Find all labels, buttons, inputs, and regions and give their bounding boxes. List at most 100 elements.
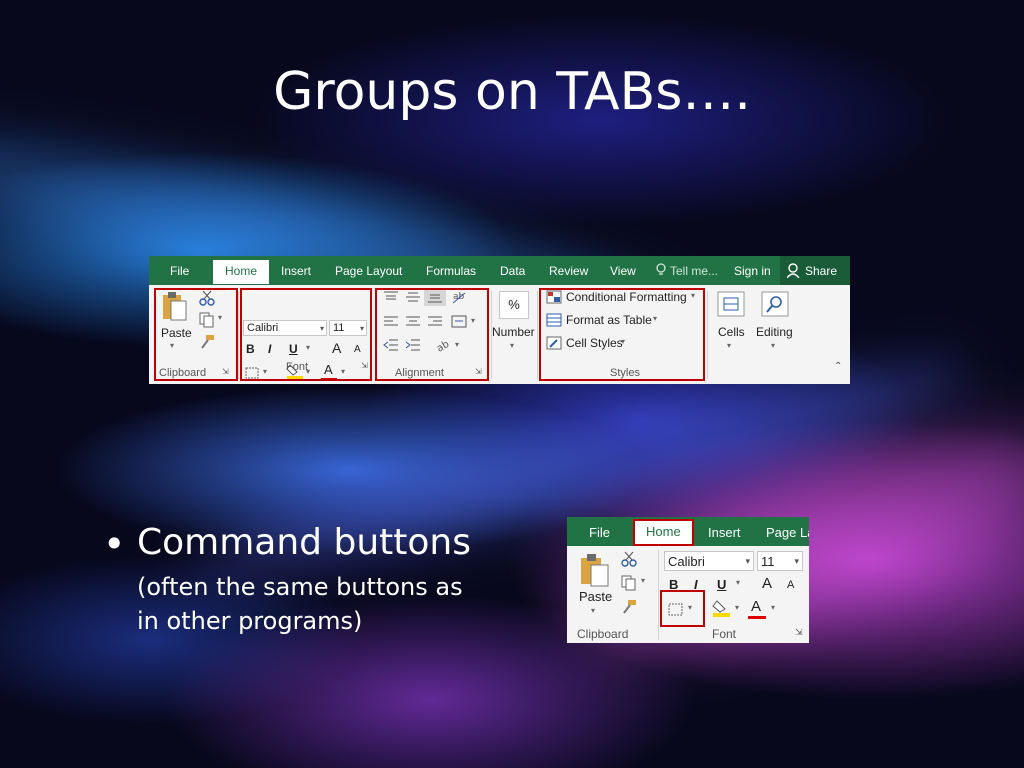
- cells-dropdown-icon[interactable]: ▾: [727, 341, 732, 350]
- cell-styles-dropdown-icon[interactable]: ▾: [621, 337, 626, 346]
- fill-color-icon[interactable]: [286, 363, 304, 379]
- styles-group-label: Styles: [610, 367, 640, 379]
- collapse-ribbon-icon[interactable]: ⌃: [834, 361, 843, 372]
- sign-in-link[interactable]: Sign in: [734, 264, 771, 278]
- search-icon[interactable]: [761, 291, 789, 317]
- italic-button[interactable]: I: [268, 342, 272, 356]
- decrease-indent-icon[interactable]: [383, 338, 399, 352]
- font-launcher-icon[interactable]: ⇲: [361, 361, 368, 370]
- orientation-icon[interactable]: ab: [451, 289, 467, 305]
- fill-color-dropdown-icon[interactable]: ▾: [735, 603, 740, 612]
- paste-button-label[interactable]: Paste: [579, 589, 613, 604]
- bullet-subtext: (often the same buttons as in other prog…: [137, 570, 463, 638]
- home-tab-highlight: [633, 519, 694, 546]
- fill-color-dropdown-icon[interactable]: ▾: [306, 367, 311, 376]
- font-color-button[interactable]: A: [324, 362, 333, 377]
- cells-group-button[interactable]: Cells: [718, 325, 745, 339]
- tab-page-layout[interactable]: Page Layout: [335, 264, 403, 278]
- clipboard-launcher-icon[interactable]: ⇲: [222, 367, 229, 376]
- underline-dropdown-icon[interactable]: ▾: [736, 578, 741, 587]
- font-color-dropdown-icon[interactable]: ▾: [771, 603, 776, 612]
- clipboard-group-label: Clipboard: [577, 627, 629, 641]
- font-group-label: Font: [712, 627, 737, 641]
- font-size-combo[interactable]: 11 ▾: [329, 320, 367, 336]
- bold-button[interactable]: B: [246, 342, 255, 356]
- paste-dropdown-icon[interactable]: ▾: [591, 606, 596, 615]
- font-size-value: 11: [761, 554, 775, 569]
- merge-center-icon[interactable]: [451, 314, 467, 330]
- top-align-icon[interactable]: [383, 290, 399, 304]
- tab-insert[interactable]: Insert: [281, 264, 312, 278]
- borders-icon[interactable]: [245, 367, 259, 379]
- font-name-combo[interactable]: Calibri ▾: [243, 320, 327, 336]
- tab-view[interactable]: View: [610, 264, 636, 278]
- font-size-combo[interactable]: 11 ▾: [757, 551, 803, 571]
- font-color-button[interactable]: A: [751, 598, 762, 615]
- middle-align-icon[interactable]: [405, 290, 421, 304]
- tell-me-box[interactable]: Tell me...: [670, 264, 719, 278]
- text-orientation-dropdown-icon[interactable]: ▾: [455, 340, 460, 349]
- group-separator: [658, 550, 659, 640]
- font-launcher-icon[interactable]: ⇲: [795, 627, 803, 637]
- conditional-dropdown-icon[interactable]: ▾: [691, 291, 696, 300]
- underline-dropdown-icon[interactable]: ▾: [306, 343, 311, 352]
- format-painter-icon[interactable]: [199, 334, 215, 350]
- number-group-button[interactable]: Number: [492, 325, 535, 339]
- copy-icon[interactable]: [199, 312, 215, 328]
- cell-styles-button[interactable]: Cell Styles: [566, 336, 623, 350]
- tab-file[interactable]: File: [589, 525, 610, 540]
- cut-icon[interactable]: [199, 290, 215, 306]
- grow-font-button[interactable]: A: [762, 575, 773, 592]
- paste-icon[interactable]: [580, 553, 610, 587]
- align-center-icon[interactable]: [405, 315, 421, 329]
- number-dropdown-icon[interactable]: ▾: [510, 341, 515, 350]
- paste-dropdown-icon[interactable]: ▾: [170, 341, 175, 350]
- tab-page-layout[interactable]: Page La: [766, 525, 809, 540]
- share-button[interactable]: Share: [780, 256, 850, 285]
- number-format-button[interactable]: %: [499, 291, 529, 319]
- tab-formulas[interactable]: Formulas: [426, 264, 477, 278]
- underline-button[interactable]: U: [717, 577, 727, 592]
- tab-home[interactable]: Home: [213, 260, 270, 284]
- borders-dropdown-icon[interactable]: ▾: [263, 367, 268, 376]
- increase-indent-icon[interactable]: [405, 338, 421, 352]
- italic-button[interactable]: I: [694, 577, 698, 592]
- editing-group-button[interactable]: Editing: [756, 325, 793, 339]
- align-right-icon[interactable]: [427, 315, 443, 329]
- editing-dropdown-icon[interactable]: ▾: [771, 341, 776, 350]
- paste-icon[interactable]: [162, 291, 188, 323]
- tab-review[interactable]: Review: [549, 264, 589, 278]
- tab-data[interactable]: Data: [500, 264, 526, 278]
- ribbon-tab-bar: File Home Insert Page Layout Formulas Da…: [149, 256, 850, 285]
- copy-icon[interactable]: [621, 575, 637, 591]
- conditional-formatting-button[interactable]: Conditional Formatting: [566, 290, 687, 304]
- font-size-value: 11: [333, 322, 345, 334]
- tab-insert[interactable]: Insert: [708, 525, 741, 540]
- cells-icon[interactable]: [717, 291, 745, 317]
- borders-icon[interactable]: [668, 603, 683, 616]
- format-table-dropdown-icon[interactable]: ▾: [653, 314, 658, 323]
- font-name-combo[interactable]: Calibri ▾: [664, 551, 754, 571]
- copy-dropdown-icon[interactable]: ▾: [641, 576, 646, 585]
- text-orientation-icon[interactable]: ab: [435, 337, 453, 353]
- align-left-icon[interactable]: [383, 315, 399, 329]
- copy-dropdown-icon[interactable]: ▾: [218, 313, 223, 322]
- borders-dropdown-icon[interactable]: ▾: [688, 603, 693, 612]
- bold-button[interactable]: B: [669, 577, 679, 592]
- fill-color-icon[interactable]: [712, 599, 732, 617]
- shrink-font-button[interactable]: A: [787, 579, 795, 591]
- shrink-font-button[interactable]: A: [354, 344, 361, 355]
- tab-home[interactable]: Home: [635, 521, 692, 545]
- tab-file[interactable]: File: [170, 264, 190, 278]
- font-color-dropdown-icon[interactable]: ▾: [341, 367, 346, 376]
- merge-dropdown-icon[interactable]: ▾: [471, 316, 476, 325]
- ribbon-tab-bar: File Home Insert Page La: [567, 517, 809, 546]
- format-painter-icon[interactable]: [621, 599, 637, 615]
- bullet-marker: •: [103, 522, 126, 566]
- grow-font-button[interactable]: A: [332, 340, 342, 356]
- underline-button[interactable]: U: [289, 342, 298, 356]
- cut-icon[interactable]: [621, 551, 637, 567]
- paste-button[interactable]: Paste: [161, 326, 192, 340]
- alignment-launcher-icon[interactable]: ⇲: [475, 367, 482, 376]
- format-as-table-button[interactable]: Format as Table: [566, 313, 652, 327]
